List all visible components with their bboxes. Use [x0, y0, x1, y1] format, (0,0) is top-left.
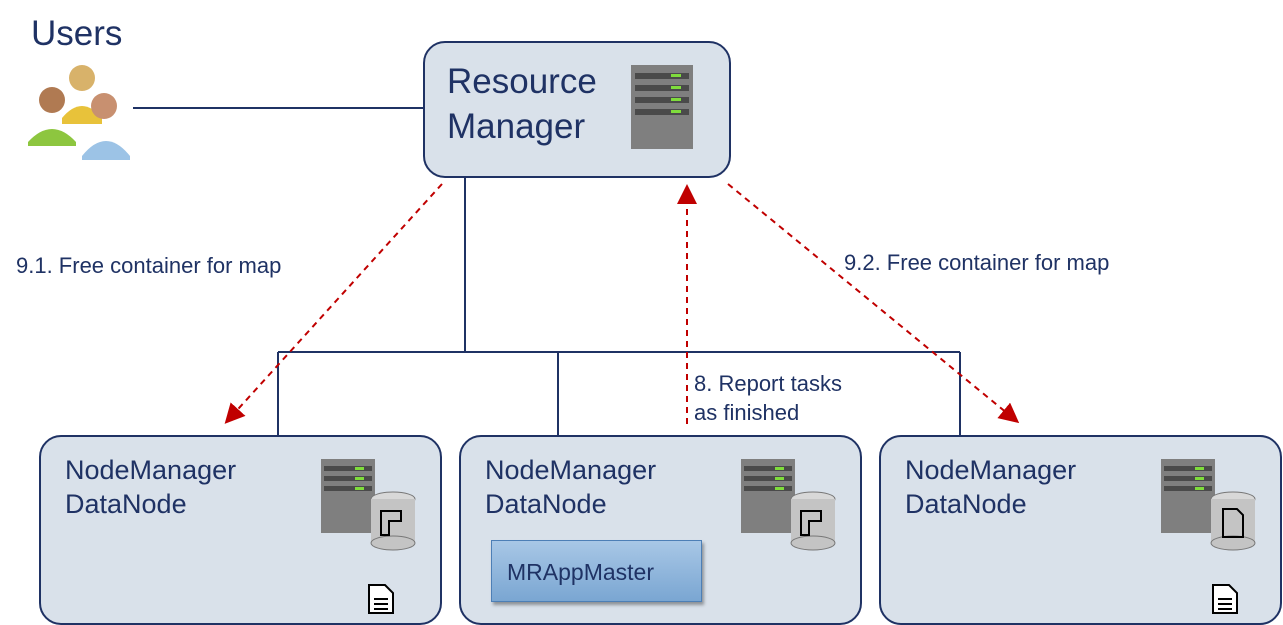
label-free-container-right: 9.2. Free container for map: [844, 250, 1110, 275]
document-icon: [1212, 584, 1238, 614]
node-manager-box-center: NodeManager DataNode MRAppMaster: [459, 435, 862, 625]
document-icon: [368, 584, 394, 614]
users-title: Users: [31, 14, 123, 53]
node-manager-box-left: NodeManager DataNode: [39, 435, 442, 625]
mr-app-master-box: MRAppMaster: [491, 540, 702, 602]
node-title: NodeManager DataNode: [65, 455, 237, 519]
users-icon: [28, 65, 130, 160]
server-icon: [631, 65, 693, 149]
node-title: NodeManager DataNode: [485, 455, 657, 519]
label-report-finished: 8. Report tasks as finished: [694, 371, 842, 425]
node-manager-box-right: NodeManager DataNode: [879, 435, 1282, 625]
label-free-container-left: 9.1. Free container for map: [16, 253, 282, 278]
resource-manager-title: Resource Manager: [447, 62, 597, 146]
server-database-icon: [741, 459, 836, 551]
server-database-icon: [1161, 459, 1256, 551]
resource-manager-box: Resource Manager: [423, 41, 731, 178]
node-title: NodeManager DataNode: [905, 455, 1077, 519]
server-database-icon: [321, 459, 416, 551]
arrow-free-container-left: [224, 183, 443, 424]
